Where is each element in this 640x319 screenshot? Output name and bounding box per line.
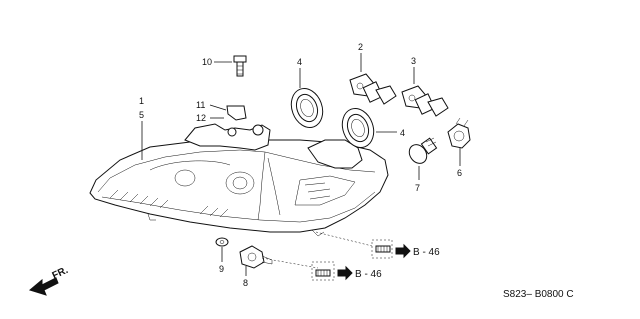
bulb-part-3 [401, 85, 449, 117]
bulb-part-2 [349, 73, 397, 105]
callout-12: 12 [196, 113, 206, 123]
front-direction-label: FR. [51, 265, 70, 282]
headlight-assembly [89, 123, 389, 237]
diagram-code: S823– B0800 C [503, 289, 574, 300]
callout-11: 11 [196, 100, 205, 110]
callout-1: 1 [139, 96, 144, 106]
screw-lower [311, 261, 335, 281]
arrow-b46-upper [395, 243, 411, 259]
bolt-part-10 [233, 55, 247, 77]
callout-7: 7 [415, 183, 420, 193]
callout-6: 6 [457, 168, 462, 178]
screw-upper [371, 239, 393, 259]
callout-8: 8 [243, 278, 248, 288]
callout-5: 5 [139, 110, 144, 120]
seal-part-4-lower [341, 108, 375, 148]
ref-b46-lower: B - 46 [355, 269, 382, 280]
callout-2: 2 [358, 42, 363, 52]
washer-part-9 [215, 237, 229, 247]
front-direction-arrow [28, 277, 59, 296]
socket-part-6 [447, 117, 471, 149]
callout-3: 3 [411, 56, 416, 66]
callout-4-lower: 4 [400, 128, 405, 138]
adjuster-part-8 [239, 245, 273, 269]
callout-10: 10 [202, 57, 212, 67]
bulb-part-7 [408, 137, 438, 164]
ref-b46-upper: B - 46 [413, 247, 440, 258]
bracket-part-11 [226, 105, 247, 121]
seal-part-4-upper [290, 88, 324, 128]
callout-9: 9 [219, 264, 224, 274]
callout-4-upper: 4 [297, 57, 302, 67]
arrow-b46-lower [337, 265, 353, 281]
